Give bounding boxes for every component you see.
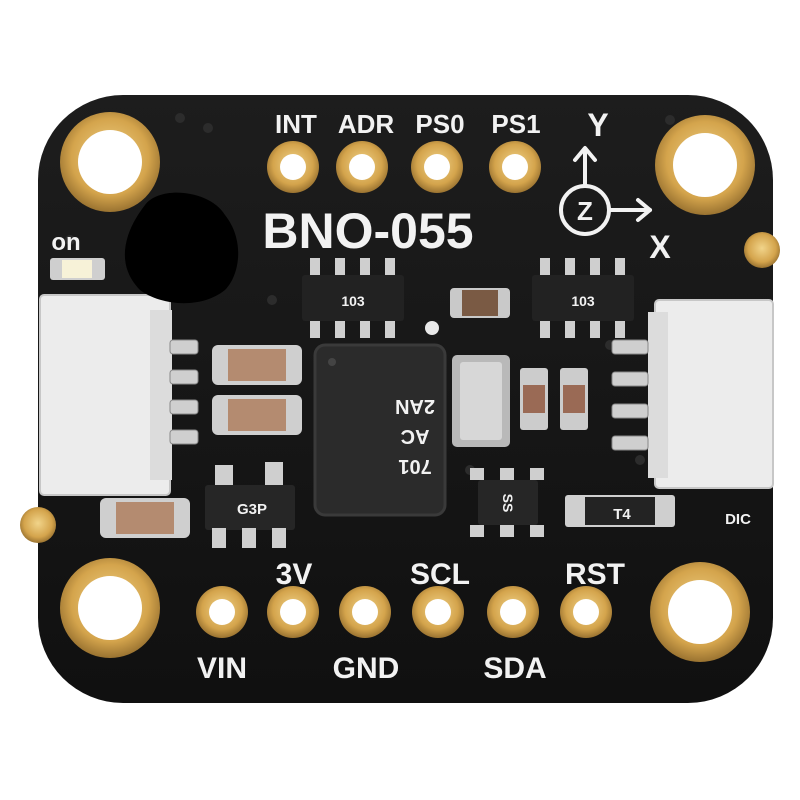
power-led <box>50 258 105 280</box>
small-ic <box>470 468 544 537</box>
pin-label-rst: RST <box>565 558 625 591</box>
crystal <box>452 355 510 447</box>
diode-mark: T4 <box>613 506 631 523</box>
chip-mark-line3: 2AN <box>395 395 435 417</box>
chip-mark-line2: AC <box>401 425 430 447</box>
pin-label-ps0: PS0 <box>415 109 464 139</box>
pin-label-scl: SCL <box>410 558 470 591</box>
pin-label-ps1: PS1 <box>491 109 540 139</box>
mounting-holes <box>60 112 755 662</box>
edge-pad-right <box>744 232 780 268</box>
pin-label-vin: VIN <box>197 652 247 685</box>
capacitors-right <box>520 368 588 430</box>
stemma-connector-left <box>39 294 199 496</box>
pin-label-3v: 3V <box>276 558 313 591</box>
resistor-network-right <box>532 258 634 338</box>
capacitors-left <box>100 345 302 538</box>
board-title: BNO-055 <box>262 203 473 259</box>
axis-label-y: Y <box>587 107 608 143</box>
axis-label-z: Z <box>577 196 593 226</box>
bno055-chip <box>313 343 447 517</box>
led-label: on <box>51 229 80 256</box>
mounting-hole-bottom-right <box>650 562 750 662</box>
resistor-network-left <box>302 258 404 338</box>
voltage-regulator <box>205 462 295 548</box>
ink-blot <box>124 192 239 304</box>
stemma-connector-right <box>611 299 774 489</box>
pin-label-gnd: GND <box>333 652 400 685</box>
pin-label-int: INT <box>275 109 317 139</box>
axis-indicator-icon <box>559 146 652 236</box>
chip-marking-group: 701 AC 2AN <box>395 395 435 477</box>
pin-label-sda: SDA <box>483 652 546 685</box>
top-header-pads <box>267 141 541 193</box>
small-ic-mark: SS <box>500 494 516 513</box>
mounting-hole-bottom-left <box>60 558 160 658</box>
corner-mark: DIC <box>725 511 751 528</box>
regulator-mark: G3P <box>237 501 267 518</box>
axis-label-x: X <box>649 229 671 265</box>
mounting-hole-top-left <box>60 112 160 212</box>
resistor-mark-left: 103 <box>341 293 365 309</box>
pin-label-adr: ADR <box>338 109 395 139</box>
diode <box>565 495 675 527</box>
resistor-mark-right: 103 <box>571 293 595 309</box>
mounting-hole-top-right <box>655 115 755 215</box>
chip-mark-line1: 701 <box>398 455 431 477</box>
smd-resistor-top <box>450 288 510 318</box>
bottom-header-pads <box>196 586 612 638</box>
edge-pad-left <box>20 507 56 543</box>
